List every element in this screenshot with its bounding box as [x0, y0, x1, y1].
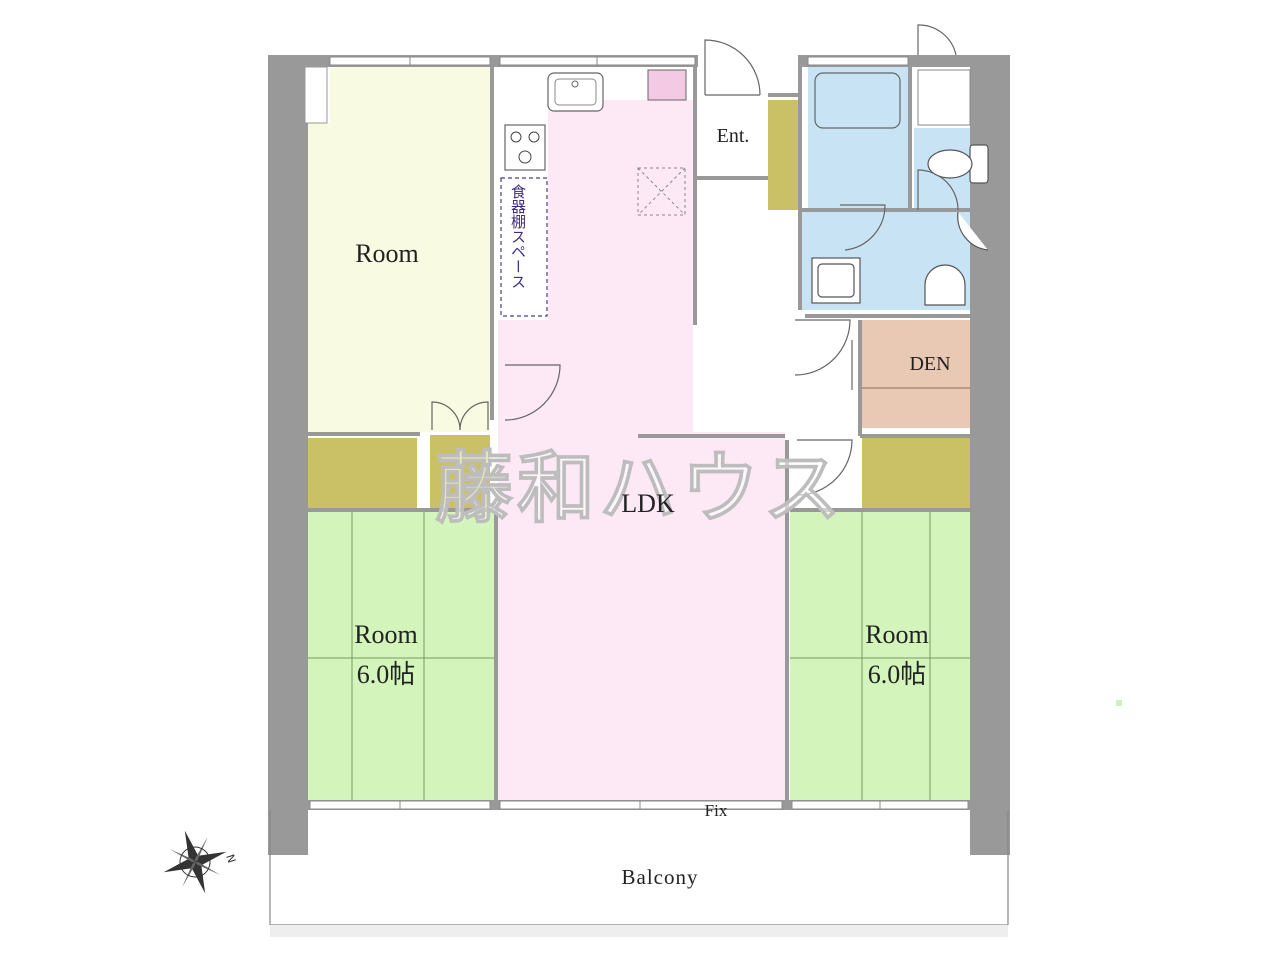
room-se-area — [790, 510, 993, 802]
watermark: 藤和ハウス — [435, 444, 845, 534]
ventilation-icon — [637, 167, 686, 216]
door-swings — [431, 24, 959, 496]
closet-entrance — [768, 100, 798, 210]
wash-basin-icon — [924, 211, 989, 306]
north-windows — [329, 56, 909, 66]
washer-icon — [811, 257, 861, 304]
tatami-lines-east — [790, 510, 993, 802]
cupboard-space-label: 食器棚スペース — [509, 184, 527, 289]
wall-pillar-nw — [304, 66, 328, 124]
fix-window-label: Fix — [705, 801, 728, 820]
room-sw-size: 6.0帖 — [357, 660, 416, 689]
room-nw-label: Room — [355, 239, 419, 268]
bathtub-icon — [814, 72, 901, 129]
room-sw-label: Room — [354, 620, 418, 649]
cupboard-space-box — [500, 177, 548, 317]
south-windows — [309, 800, 969, 810]
room-se-label: Room — [865, 620, 929, 649]
room-sw-area — [287, 512, 494, 802]
toilet-icon — [927, 144, 989, 184]
compass-north-letter: N — [223, 853, 238, 865]
entrance-label: Ent. — [717, 125, 750, 147]
den-label: DEN — [909, 353, 950, 375]
bath-step — [917, 69, 971, 126]
interior-walls — [287, 67, 995, 802]
marker-dot — [1116, 700, 1122, 706]
stove-icon — [504, 124, 546, 171]
balcony-label: Balcony — [622, 865, 699, 889]
tatami-lines-west — [287, 512, 494, 802]
closet-west — [287, 438, 417, 510]
ldk-area-upper — [548, 100, 693, 435]
ldk-label: LDK — [621, 489, 675, 518]
balcony-floor — [270, 925, 1008, 937]
room-nw-area — [287, 67, 490, 432]
kitchen-sink — [547, 72, 604, 112]
compass-rose-icon — [163, 830, 227, 894]
room-se-size: 6.0帖 — [868, 660, 927, 689]
closet-west-small — [430, 435, 490, 510]
fridge — [647, 69, 687, 101]
